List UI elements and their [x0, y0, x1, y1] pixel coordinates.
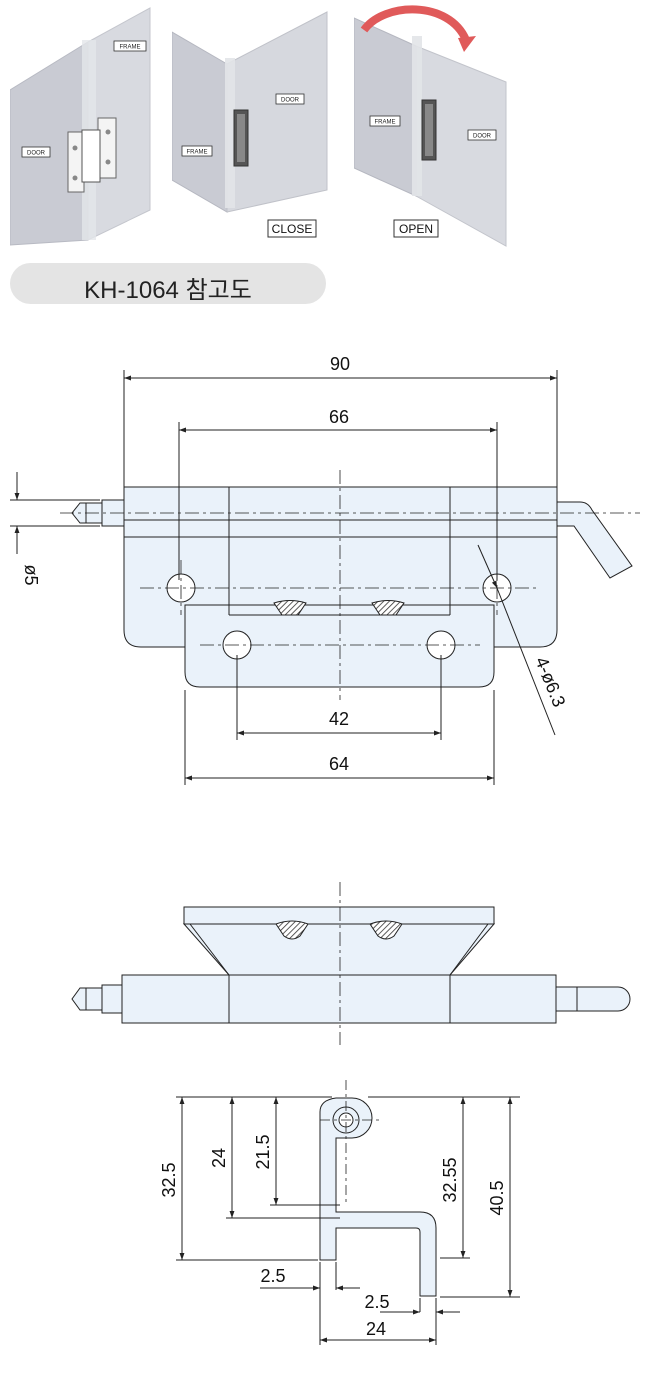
dim-hole-pitch: 42 — [329, 709, 349, 729]
open-caption: OPEN — [399, 222, 433, 236]
dim-plate-width: 64 — [329, 754, 349, 774]
panel2-door-label: DOOR — [281, 98, 300, 104]
top-view — [71, 882, 631, 1045]
front-view — [10, 370, 640, 785]
dim-overall-width: 90 — [330, 354, 350, 374]
side-profile — [319, 1097, 437, 1297]
dim-side-32-5: 32.5 — [159, 1162, 179, 1197]
panel3-door-label: DOOR — [473, 134, 492, 140]
dim-side-32-55: 32.55 — [440, 1157, 460, 1202]
side-view — [176, 1080, 520, 1345]
reference-panel-1: FRAME DOOR — [10, 7, 151, 246]
dim-side-21-5: 21.5 — [253, 1134, 273, 1169]
dim-side-width: 24 — [366, 1319, 386, 1339]
hinge-icon — [233, 109, 249, 167]
reference-title: KH-1064 참고도 — [84, 277, 252, 304]
reference-panel-2: DOOR FRAME CLOSE — [172, 11, 328, 238]
reference-panel-3: FRAME DOOR OPEN — [354, 5, 507, 247]
dim-side-24-vertical: 24 — [209, 1148, 229, 1168]
dim-pin-diameter: ø5 — [21, 564, 41, 585]
front-leaf — [184, 604, 495, 688]
dim-side-40-5: 40.5 — [487, 1180, 507, 1215]
dim-side-thickness-2: 2.5 — [364, 1292, 389, 1312]
dim-side-thickness-1: 2.5 — [260, 1266, 285, 1286]
panel3-frame-label: FRAME — [375, 120, 396, 126]
top-leaf — [183, 906, 495, 925]
panel1-door-label: DOOR — [27, 151, 46, 157]
hinge-icon — [421, 99, 437, 161]
panel2-frame-label: FRAME — [187, 150, 208, 156]
dim-holes: 4-ø6.3 — [531, 654, 569, 710]
hinge-icon — [67, 117, 117, 193]
front-bent-pin — [556, 501, 633, 579]
close-caption: CLOSE — [272, 222, 313, 236]
panel1-frame-label: FRAME — [120, 45, 141, 51]
rotate-arrow-icon — [360, 5, 470, 42]
reference-title-badge: KH-1064 참고도 — [10, 263, 326, 304]
dim-inner-width: 66 — [329, 407, 349, 427]
top-barrel — [121, 974, 557, 1024]
